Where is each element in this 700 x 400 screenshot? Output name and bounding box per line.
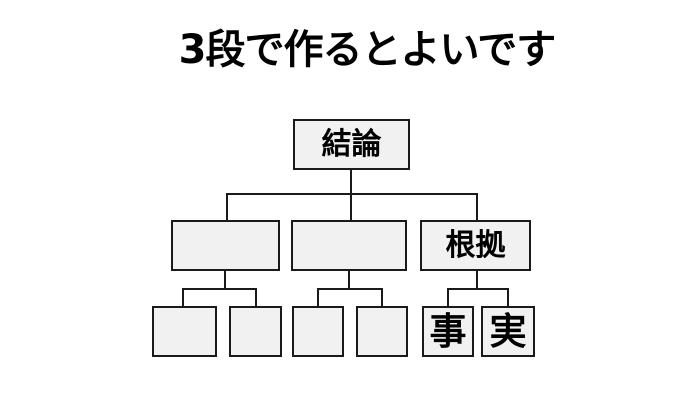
connector-line [348, 271, 350, 289]
node-grounds: 根拠 [420, 220, 531, 271]
connector-line [224, 271, 226, 289]
node-grounds-label: 根拠 [445, 227, 506, 263]
connector-line [226, 193, 228, 220]
connector-line [182, 288, 257, 290]
connector-line [226, 193, 478, 195]
connector-line [381, 288, 383, 306]
node-empty-l2-2 [291, 220, 407, 271]
node-empty-l2-1 [171, 220, 280, 271]
connector-line [317, 288, 383, 290]
connector-line [447, 288, 509, 290]
node-empty-l3-3 [292, 306, 344, 357]
node-fact-1-label: 事 [429, 310, 467, 353]
node-empty-l3-1 [152, 306, 217, 357]
connector-line [476, 193, 478, 220]
connector-line [476, 271, 478, 289]
node-empty-l3-4 [356, 306, 408, 357]
node-conclusion: 結論 [293, 119, 410, 170]
node-conclusion-label: 結論 [321, 126, 382, 162]
connector-line [317, 288, 319, 306]
connector-line [447, 288, 449, 306]
connector-line [182, 288, 184, 306]
page-title: 3段で作るとよいです [178, 27, 557, 73]
node-fact-2-label: 実 [489, 310, 527, 353]
connector-line [350, 170, 352, 194]
node-empty-l3-2 [229, 306, 282, 357]
connector-line [350, 193, 352, 220]
node-fact-2: 実 [481, 306, 535, 357]
connector-line [507, 288, 509, 306]
node-fact-1: 事 [422, 306, 474, 357]
connector-line [255, 288, 257, 306]
